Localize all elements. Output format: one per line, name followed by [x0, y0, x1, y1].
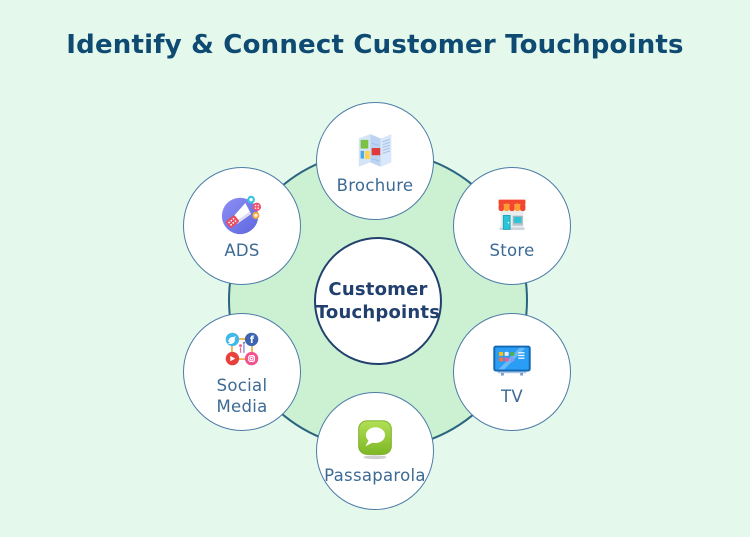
node-social-media: f Social Media — [183, 313, 301, 431]
node-label-brochure: Brochure — [336, 175, 414, 195]
center-label: Customer Touchpoints — [315, 278, 441, 323]
social-network-icon: f — [219, 326, 265, 372]
node-label-tv: TV — [501, 386, 523, 406]
brochure-icon — [352, 126, 398, 172]
center-circle: Customer Touchpoints — [314, 237, 442, 365]
node-tv: TV — [453, 313, 571, 431]
page-title: Identify & Connect Customer Touchpoints — [66, 30, 684, 60]
node-label-ads: ADS — [224, 240, 260, 260]
megaphone-icon — [219, 191, 265, 237]
svg-text:f: f — [250, 335, 255, 346]
node-brochure: Brochure — [316, 102, 434, 220]
node-store: Store — [453, 167, 571, 285]
tv-icon — [489, 337, 535, 383]
node-label-passaparola: Passaparola — [324, 465, 426, 485]
node-label-store: Store — [489, 240, 535, 260]
node-ads: ADS — [183, 167, 301, 285]
node-passaparola: Passaparola — [316, 392, 434, 510]
node-label-social-media: Social Media — [216, 376, 268, 416]
chat-bubble-icon — [352, 416, 398, 462]
storefront-icon — [489, 191, 535, 237]
